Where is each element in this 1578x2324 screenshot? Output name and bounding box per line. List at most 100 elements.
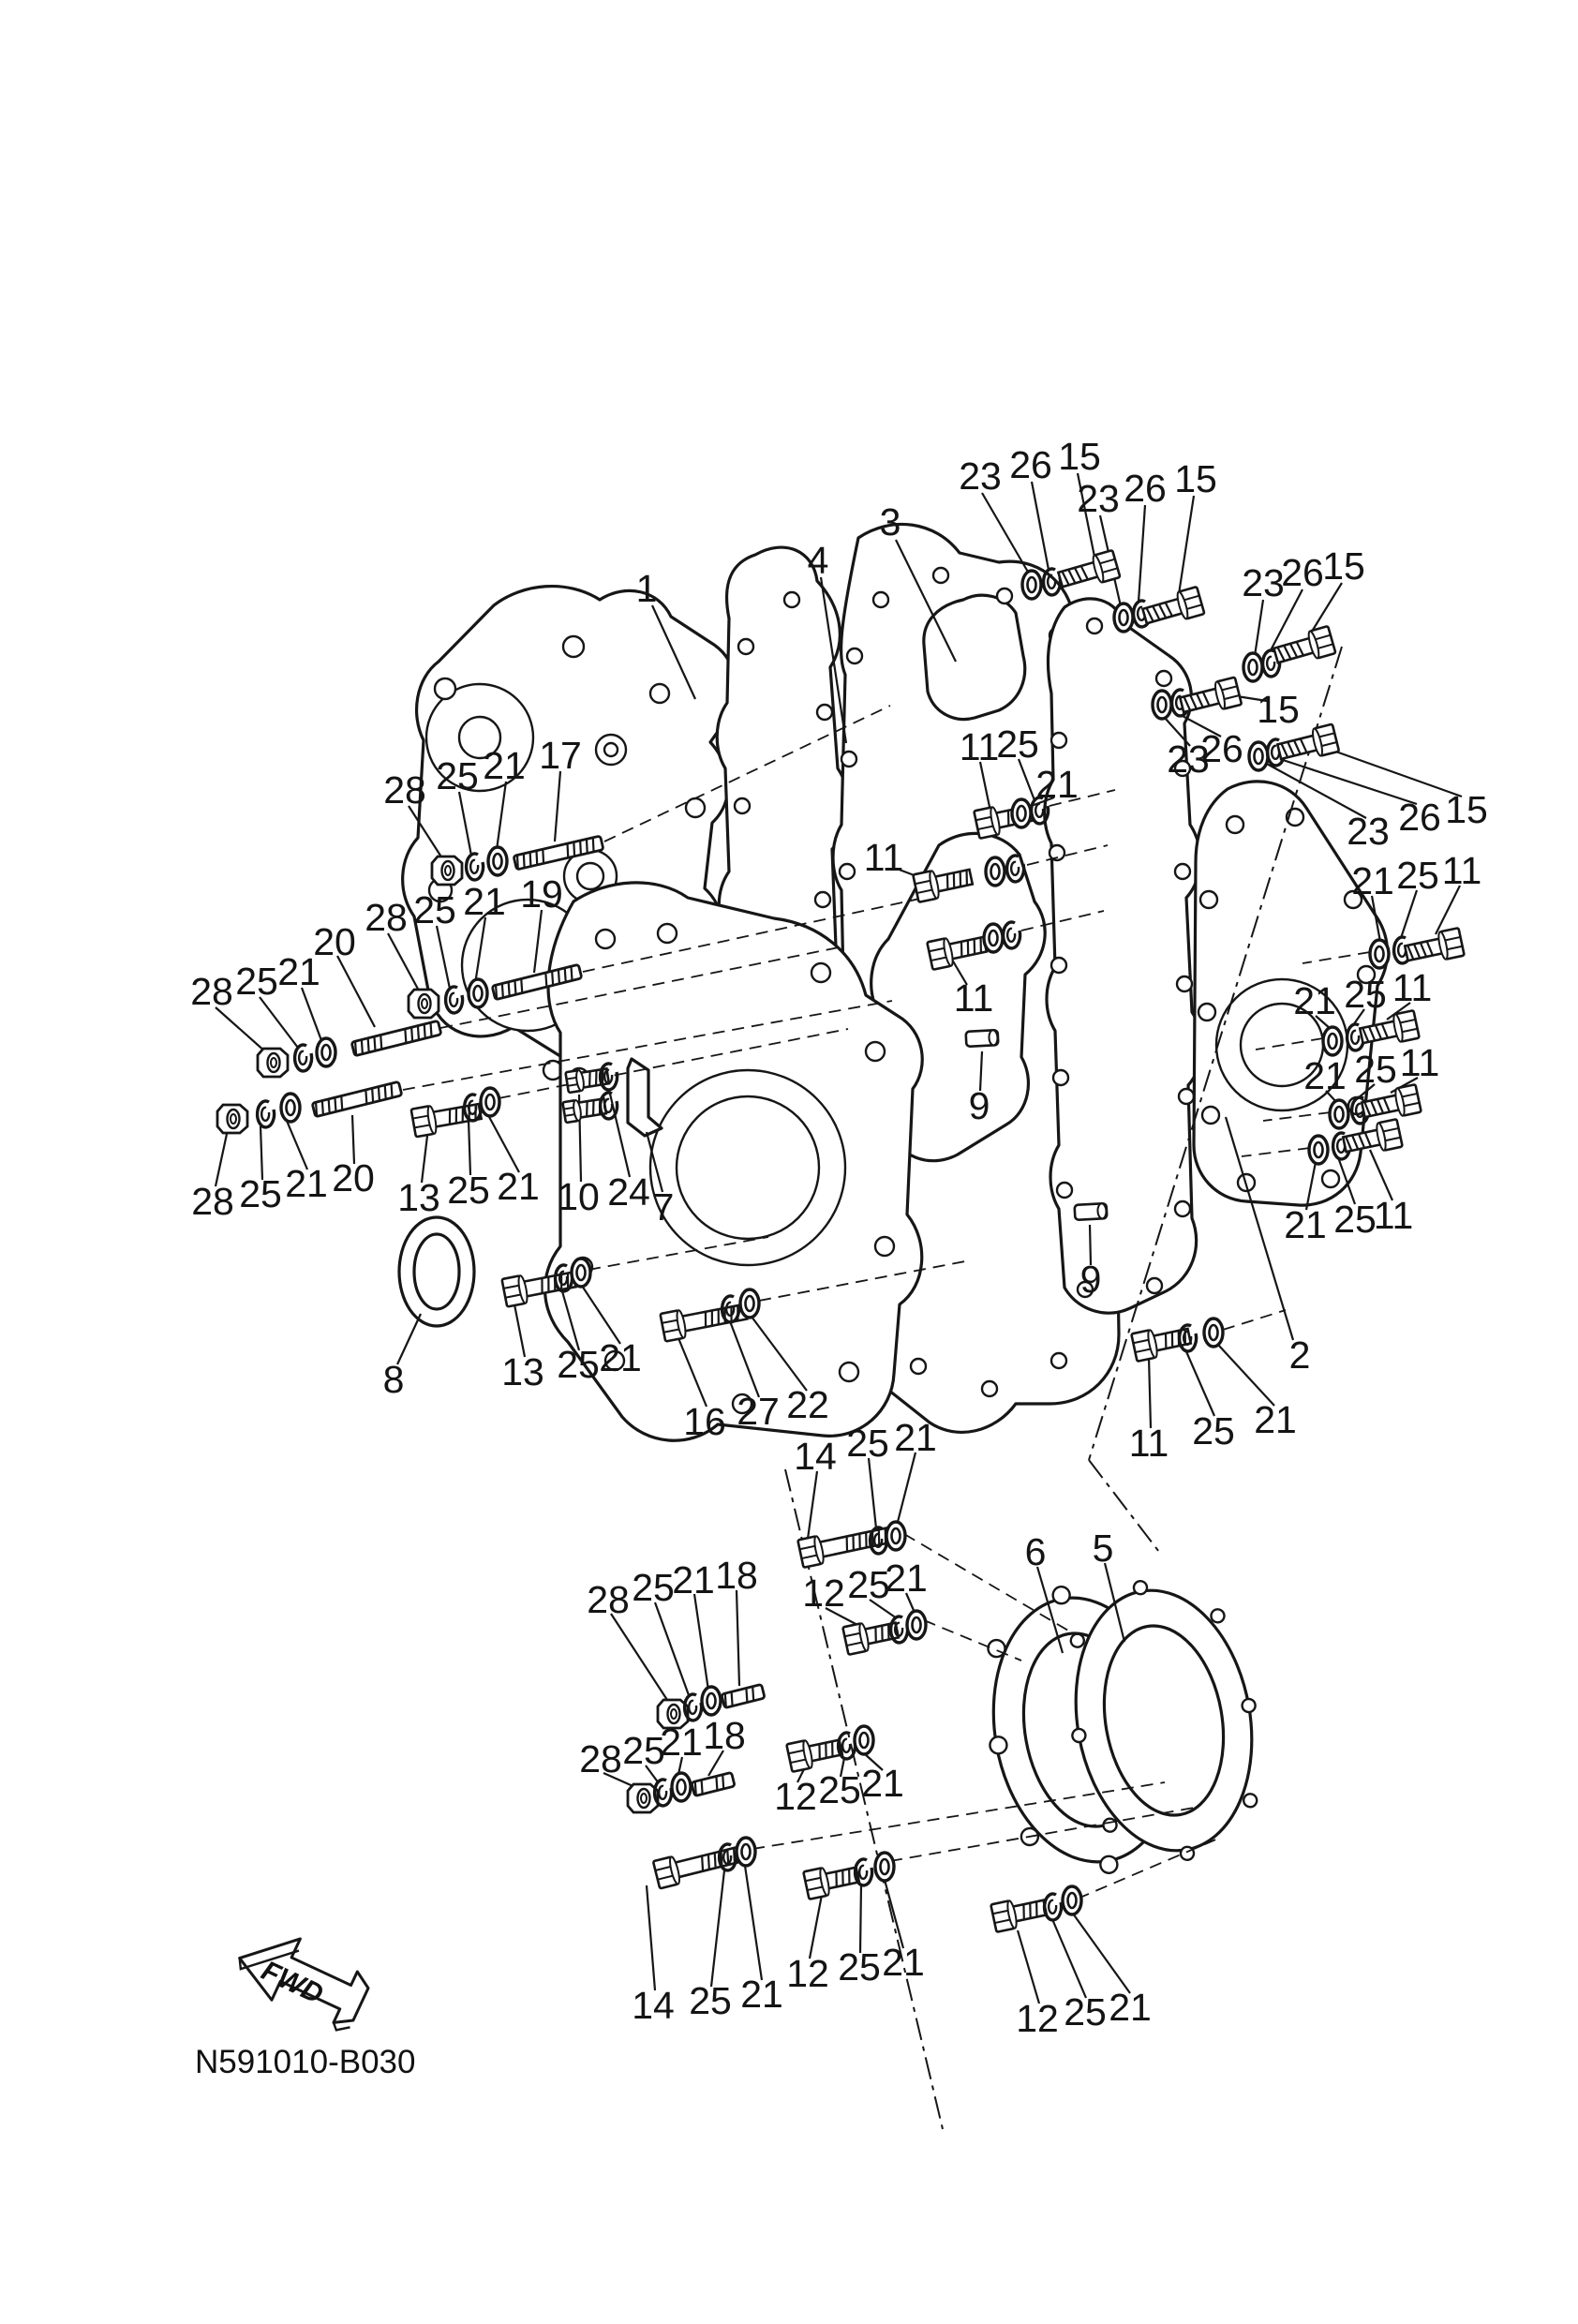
flat-washer-icon: [1151, 689, 1173, 721]
stud-bolt-icon: [691, 1771, 736, 1797]
part-number-label-17: 17: [539, 734, 582, 777]
leader-line: [1016, 1929, 1041, 2004]
fastener-axis-line: [903, 1533, 1069, 1631]
part-number-label-7: 7: [653, 1185, 675, 1229]
stud-bolt-icon: [721, 1683, 766, 1709]
flat-washer-icon: [984, 856, 1006, 887]
leader-line: [978, 1050, 984, 1092]
flat-washer-icon: [1112, 602, 1135, 633]
spring-washer-icon: [1001, 920, 1022, 950]
leader-line: [473, 916, 487, 985]
part-number-label-25: 25: [413, 888, 456, 931]
hex-bolt-icon: [841, 1621, 901, 1656]
leader-line: [645, 1131, 664, 1193]
part-number-label-20: 20: [332, 1156, 375, 1199]
part-number-label-21: 21: [285, 1162, 328, 1205]
dowel-pin-icon: [964, 1029, 1000, 1048]
leader-line: [1103, 1562, 1126, 1643]
part-number-label-14: 14: [794, 1435, 837, 1478]
part-number-label-15: 15: [1174, 457, 1217, 500]
part-number-label-26: 26: [1124, 467, 1167, 510]
flat-washer-icon: [1328, 1098, 1350, 1130]
part-number-label-12: 12: [1016, 1997, 1059, 2040]
stud-bolt-icon: [311, 1080, 403, 1118]
flat-washer-icon: [1020, 569, 1043, 601]
flat-washer-icon: [1010, 797, 1033, 829]
leader-line: [707, 1750, 724, 1777]
spring-washer-icon: [1177, 1323, 1198, 1353]
flat-washer-icon: [700, 1685, 722, 1717]
fastener-axis-line: [603, 705, 891, 842]
spring-washer-icon: [553, 1263, 574, 1293]
hex-nut-icon: [430, 855, 464, 886]
spring-washer-icon: [836, 1731, 857, 1761]
part-number-label-21: 21: [882, 1941, 925, 1984]
flat-washer-icon: [738, 1288, 761, 1319]
leader-line-group: [214, 472, 1463, 2004]
screw-icon: [561, 1096, 608, 1125]
part-number-label-25: 25: [436, 754, 479, 797]
leader-line: [487, 1114, 520, 1173]
part-number-label-25: 25: [838, 1945, 881, 1989]
leader-line: [300, 987, 324, 1044]
leader-line: [806, 1470, 819, 1540]
part-number-label-12: 12: [774, 1775, 817, 1818]
leader-line: [677, 1337, 708, 1408]
spring-washer-icon: [462, 1093, 484, 1123]
part-number-label-11: 11: [1129, 1422, 1169, 1465]
part-number-label-25: 25: [1064, 1990, 1107, 2034]
leader-line: [435, 925, 452, 990]
fastener-axis-line: [439, 946, 844, 1029]
part-number-label-19: 19: [520, 872, 563, 916]
leader-line: [863, 1752, 884, 1771]
hex-bolt-icon: [990, 1899, 1049, 1933]
part-number-label-25: 25: [632, 1566, 675, 1609]
hex-bolt-icon: [1403, 927, 1466, 962]
part-number-label-25: 25: [239, 1172, 282, 1215]
part-number-label-21: 21: [1351, 859, 1394, 902]
part-number-label-6: 6: [1025, 1530, 1047, 1573]
flat-washer-icon: [1368, 938, 1391, 970]
spring-washer-icon: [598, 1062, 619, 1092]
part-number-label-12: 12: [786, 1952, 829, 1995]
leader-line: [728, 1320, 761, 1398]
part-number-label-21: 21: [885, 1557, 928, 1600]
part-number-label-21: 21: [861, 1762, 904, 1805]
part-number-label-8: 8: [383, 1358, 405, 1401]
leader-line: [581, 1285, 621, 1345]
part-number-label-28: 28: [191, 1180, 234, 1223]
fastener-axis-line: [1026, 844, 1109, 866]
part-number-label-18: 18: [703, 1714, 746, 1757]
part-number-label-11: 11: [1392, 966, 1433, 1009]
part-number-label-21: 21: [483, 744, 526, 787]
hex-bolt-icon: [1056, 549, 1122, 588]
part-number-label-11: 11: [864, 836, 904, 879]
leader-line: [1030, 481, 1050, 571]
flat-washer-icon: [1307, 1134, 1330, 1166]
part-number-label-25: 25: [847, 1563, 890, 1606]
part-number-label-11: 11: [1400, 1041, 1440, 1084]
leader-line: [1164, 717, 1191, 747]
part-number-label-23: 23: [959, 454, 1002, 498]
fastener-axis-line: [1255, 1037, 1324, 1050]
part-number-label-27: 27: [737, 1390, 780, 1433]
leader-line: [883, 1879, 905, 1949]
leader-line: [819, 576, 848, 744]
part-number-label-25: 25: [235, 960, 278, 1003]
leader-line: [513, 1304, 527, 1358]
part-number-label-25: 25: [1344, 973, 1387, 1016]
flat-washer-icon: [279, 1092, 302, 1124]
part-outline-gasket-2: [1043, 597, 1204, 1315]
part-number-label-3: 3: [880, 500, 901, 544]
fastener-axis-line: [1262, 1111, 1332, 1122]
part-number-label-20: 20: [313, 920, 356, 963]
part-number-label-25: 25: [996, 723, 1039, 766]
spring-washer-icon: [652, 1778, 674, 1808]
fastener-axis-line: [588, 1236, 769, 1271]
hex-bolt-icon: [1178, 676, 1243, 714]
leader-line: [532, 909, 543, 974]
fastener-axis-line: [1049, 789, 1116, 807]
leader-line: [1184, 1348, 1216, 1417]
